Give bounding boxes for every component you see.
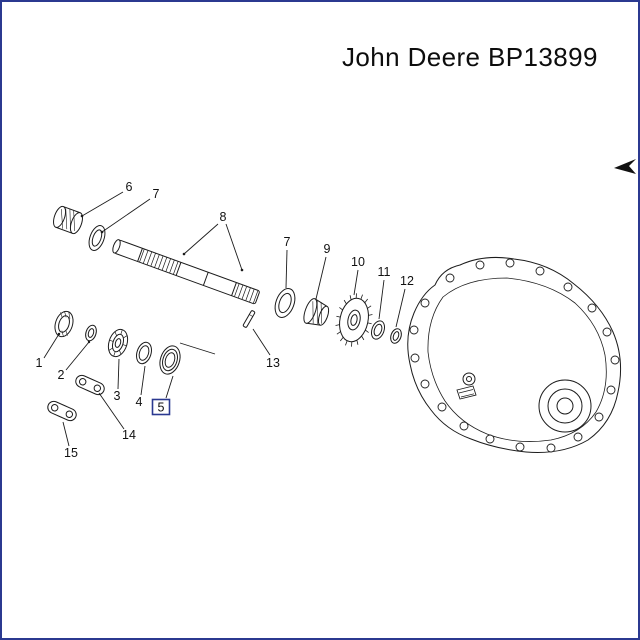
- callout-7-right-label[interactable]: 7: [284, 235, 291, 249]
- bearing-cup-1: [54, 310, 74, 338]
- bevel-gear-10: [335, 293, 373, 347]
- callout-15-label[interactable]: 15: [64, 446, 78, 460]
- housing-outline: [407, 257, 622, 453]
- housing-boss: [456, 372, 477, 400]
- callout-8: 8: [182, 210, 244, 272]
- callout-10-label[interactable]: 10: [351, 255, 365, 269]
- washer-12: [390, 328, 402, 344]
- pinion-shaft-parts: [47, 310, 216, 422]
- callout-2: 2: [58, 340, 91, 382]
- callout-2-label[interactable]: 2: [58, 368, 65, 382]
- callout-4-label[interactable]: 4: [136, 395, 143, 409]
- callout-7-right: 7: [284, 235, 291, 289]
- washer-7-left: [88, 225, 106, 251]
- link-plate-15: [47, 400, 77, 422]
- housing-output-bore: [538, 379, 592, 433]
- callout-9-label[interactable]: 9: [324, 242, 331, 256]
- transmission-housing: [407, 257, 622, 453]
- callout-1-label[interactable]: 1: [36, 356, 43, 370]
- callout-12: 12: [395, 274, 414, 328]
- callout-15: 15: [62, 421, 78, 460]
- callout-5-label[interactable]: 5: [158, 401, 165, 415]
- input-shaft-assembly: [53, 205, 402, 347]
- callouts: 6 7 8 7 9: [36, 180, 414, 460]
- ring-4: [136, 341, 152, 365]
- washer-7-right: [274, 288, 296, 318]
- axis-line: [179, 342, 216, 355]
- washer-2: [85, 324, 97, 342]
- callout-13: 13: [252, 328, 280, 370]
- callout-6-label[interactable]: 6: [126, 180, 133, 194]
- shaft-8: [112, 239, 260, 305]
- callout-11: 11: [378, 265, 391, 320]
- page-title: John Deere BP13899: [342, 42, 598, 72]
- callout-9: 9: [315, 242, 331, 300]
- callout-11-label[interactable]: 11: [378, 265, 391, 279]
- pin-13: [242, 310, 256, 328]
- callout-13-label[interactable]: 13: [266, 356, 280, 370]
- housing-bolt-holes: [409, 258, 620, 453]
- callout-3: 3: [114, 358, 121, 403]
- seal-5: [159, 345, 181, 375]
- link-plate-14: [75, 374, 105, 396]
- callout-7-left-label[interactable]: 7: [153, 187, 160, 201]
- housing-inner-contour: [427, 277, 607, 442]
- callout-3-label[interactable]: 3: [114, 389, 121, 403]
- callout-5: 5: [151, 375, 174, 416]
- callout-6: 6: [80, 180, 133, 218]
- callout-7-left: 7: [100, 187, 160, 234]
- callout-5-highlight-box: [151, 398, 171, 416]
- direction-arrow-icon: [614, 159, 636, 174]
- splined-collar-3: [107, 328, 129, 358]
- callout-8-label[interactable]: 8: [220, 210, 227, 224]
- bearing-cone-9: [303, 298, 330, 326]
- bearing-cone-6: [53, 205, 83, 235]
- callout-14-label[interactable]: 14: [122, 428, 136, 442]
- callout-1: 1: [36, 332, 61, 370]
- callout-4: 4: [136, 365, 146, 409]
- washer-11: [370, 320, 386, 340]
- callout-14: 14: [98, 392, 136, 442]
- callout-12-label[interactable]: 12: [400, 274, 414, 288]
- callout-10: 10: [351, 255, 365, 296]
